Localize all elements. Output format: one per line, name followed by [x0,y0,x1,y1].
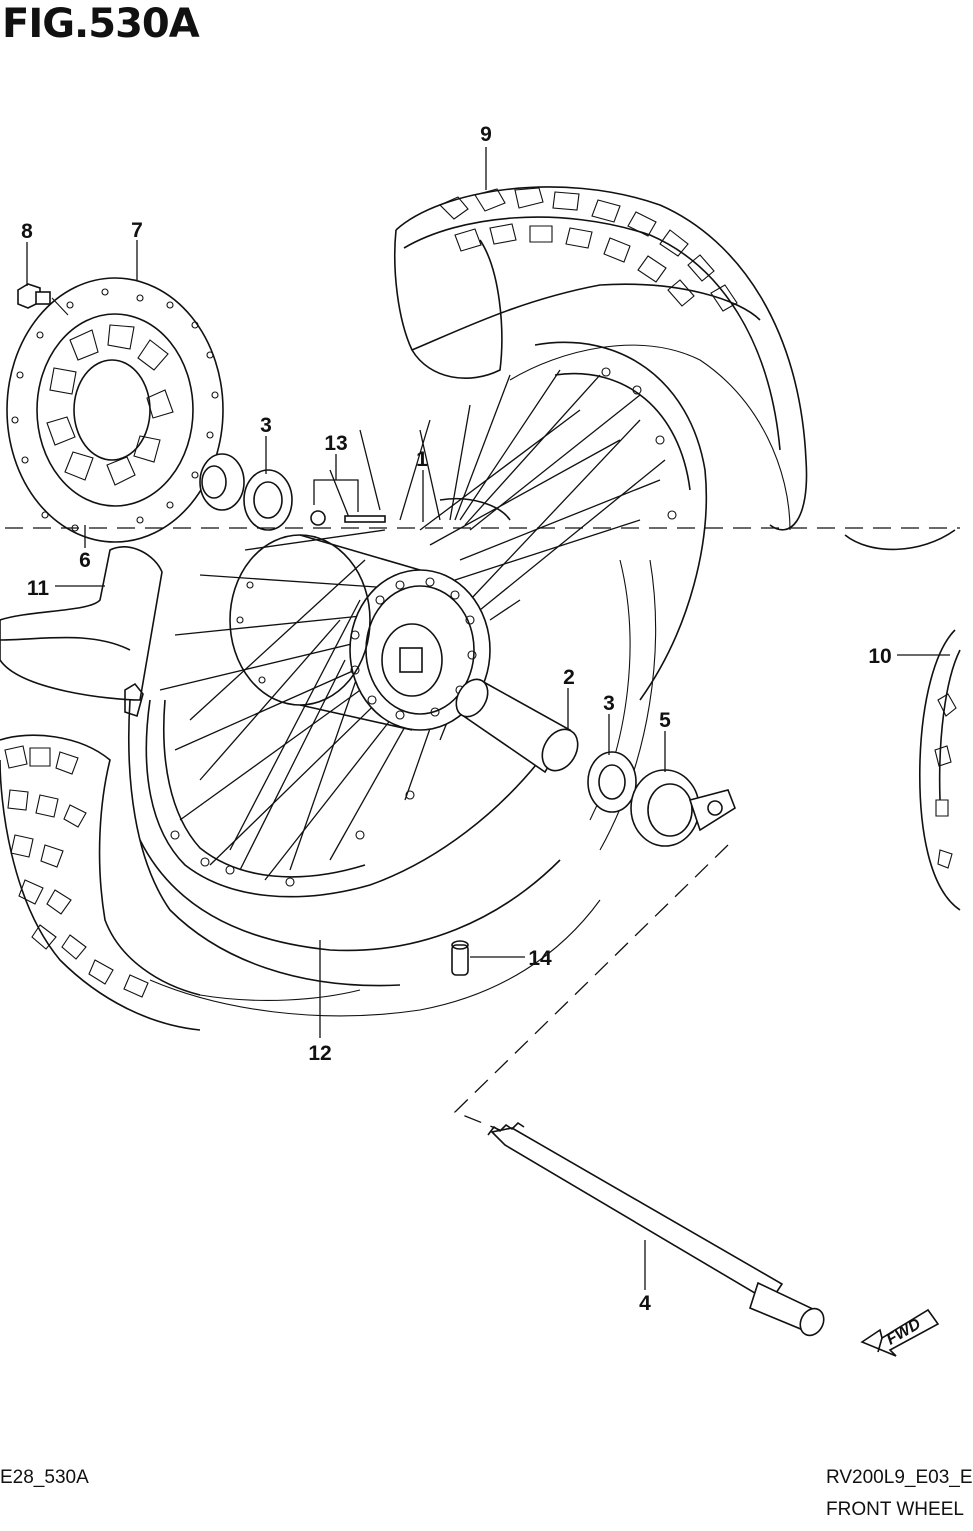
bearing-right [587,751,637,813]
callout-14: 14 [528,947,552,970]
bearing-left [243,469,293,531]
callout-7: 7 [131,219,143,242]
callout-10: 10 [868,645,891,668]
wheel-hub [229,497,511,731]
dust-seal-left [199,453,245,511]
drawing-ref-left: E28_530A [0,1467,89,1488]
callout-4: 4 [639,1292,651,1315]
diagram-caption: FRONT WHEEL [826,1499,964,1520]
drawing-ref-right: RV200L9_E03_E [826,1467,973,1488]
callout-5: 5 [659,709,671,732]
callout-labels: 1 2 3 3 4 5 6 7 8 9 10 11 12 13 14 [21,123,892,1315]
wheel-spacer [455,678,579,774]
callout-13: 13 [324,432,347,455]
disc-bolt [17,283,69,316]
callout-9: 9 [480,123,492,146]
callout-2: 2 [563,666,575,689]
callout-3-right: 3 [603,692,615,715]
brake-disc [6,277,224,543]
callout-1: 1 [416,448,428,471]
assembly-guide-lines [5,527,960,1131]
leader-lines [26,147,950,1290]
tire-valve [451,940,469,976]
figure-title: FIG.530A [2,1,200,47]
callout-11: 11 [27,577,50,600]
callout-12: 12 [308,1042,331,1065]
screw-set [310,510,386,526]
speedometer-gearbox [630,769,736,847]
front-axle [487,1121,825,1337]
tire-fragment-right [844,529,961,911]
callout-3-left: 3 [260,414,272,437]
callout-6: 6 [79,549,91,572]
fwd-arrow-icon: FWD [860,1308,940,1357]
callout-8: 8 [21,220,33,243]
inner-tube [0,545,163,718]
front-tire [0,186,808,1031]
